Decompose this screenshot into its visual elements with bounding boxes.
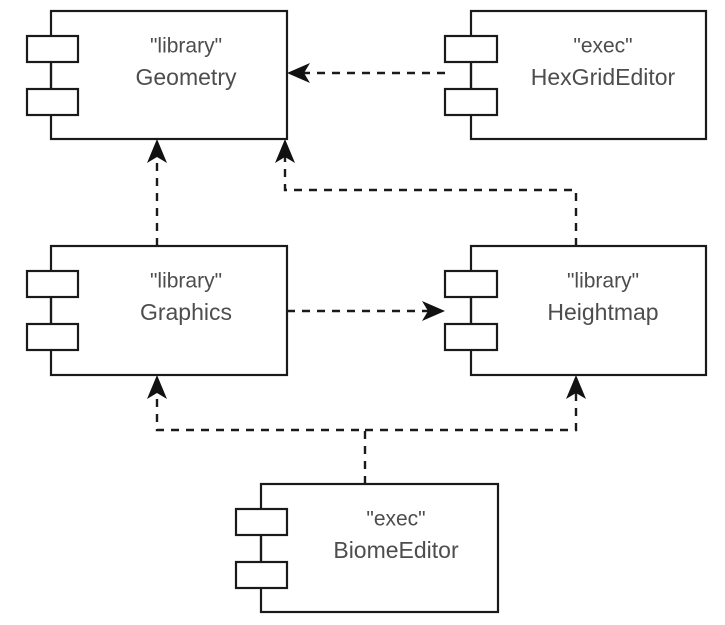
arrowhead-icon [422,301,445,321]
port-icon-lower[interactable] [234,560,289,590]
component-body [259,482,500,614]
component-stereotype: "exec" [573,35,632,58]
arrowhead-icon [275,139,295,163]
port-icon-upper[interactable] [443,34,499,64]
component-name: Graphics [140,299,232,325]
port-icon-lower[interactable] [443,322,499,352]
component-biomeeditor[interactable]: "exec" BiomeEditor [234,482,500,614]
component-stereotype: "library" [567,270,639,293]
component-name: Geometry [136,64,237,90]
component-name: BiomeEditor [333,537,459,563]
dependency-hexgrideditor-to-geometry[interactable] [287,63,445,83]
port-icon-lower[interactable] [443,87,499,117]
arrowhead-icon [287,63,310,83]
dependency-line [155,390,367,484]
port-icon-upper[interactable] [25,269,80,299]
component-body [469,244,708,377]
component-body [469,9,708,141]
component-body [49,244,289,377]
arrowhead-icon [566,375,586,399]
dependency-biomeeditor-to-graphics[interactable] [147,375,367,484]
component-hexgrideditor[interactable]: "exec" HexGridEditor [443,9,708,141]
dependency-line [365,390,578,432]
component-name: Heightmap [547,299,658,325]
port-icon-lower[interactable] [25,87,80,117]
component-stereotype: "library" [150,35,222,58]
dependency-line [283,154,578,246]
component-stereotype: "library" [150,270,222,293]
component-graphics[interactable]: "library" Graphics [25,244,289,377]
dependency-graphics-to-geometry[interactable] [147,139,167,246]
component-heightmap[interactable]: "library" Heightmap [443,244,708,377]
port-icon-upper[interactable] [443,269,499,299]
port-icon-lower[interactable] [25,322,80,352]
dependency-biomeeditor-to-heightmap[interactable] [365,375,586,432]
port-icon-upper[interactable] [25,34,80,64]
component-name: HexGridEditor [531,64,676,90]
component-body [49,9,289,141]
dependency-hexgrideditor-to-heightmap[interactable] [275,139,578,246]
arrowhead-icon [147,375,167,399]
arrowhead-icon [147,139,167,163]
component-geometry[interactable]: "library" Geometry [25,9,289,141]
component-stereotype: "exec" [366,508,425,531]
port-icon-upper[interactable] [234,507,289,537]
dependency-graphics-to-heightmap[interactable] [287,301,445,321]
